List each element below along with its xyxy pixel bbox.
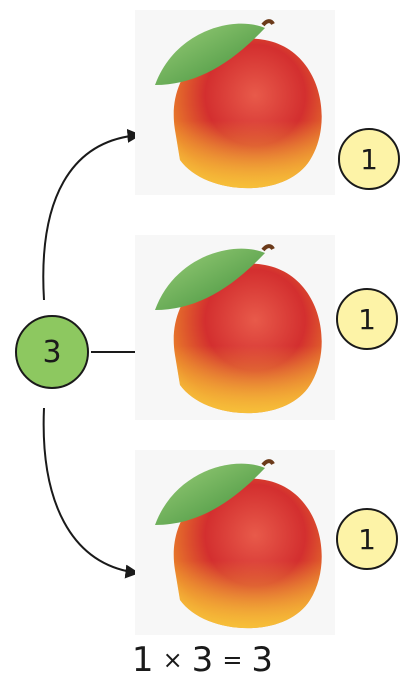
count-badge-middle: 1 — [336, 288, 398, 350]
mango-icon — [135, 235, 335, 420]
equation: 1×3=3 — [0, 640, 406, 680]
mango-icon — [135, 10, 335, 195]
count-label: 1 — [358, 302, 376, 336]
mango-icon — [135, 450, 335, 635]
equation-factor-b: 3 — [191, 640, 215, 680]
count-badge-top: 1 — [338, 128, 400, 190]
arrow-to-top — [42, 128, 142, 301]
count-badge-bottom: 1 — [336, 508, 398, 570]
equation-result: 3 — [251, 640, 275, 680]
equation-equals: = — [222, 646, 244, 674]
count-label: 1 — [360, 142, 378, 176]
count-label: 1 — [358, 522, 376, 556]
equation-factor-a: 1 — [131, 640, 155, 680]
arrow-to-bottom — [42, 407, 140, 579]
total-label: 3 — [42, 334, 62, 370]
total-circle: 3 — [15, 315, 89, 389]
equation-operator: × — [162, 646, 184, 674]
